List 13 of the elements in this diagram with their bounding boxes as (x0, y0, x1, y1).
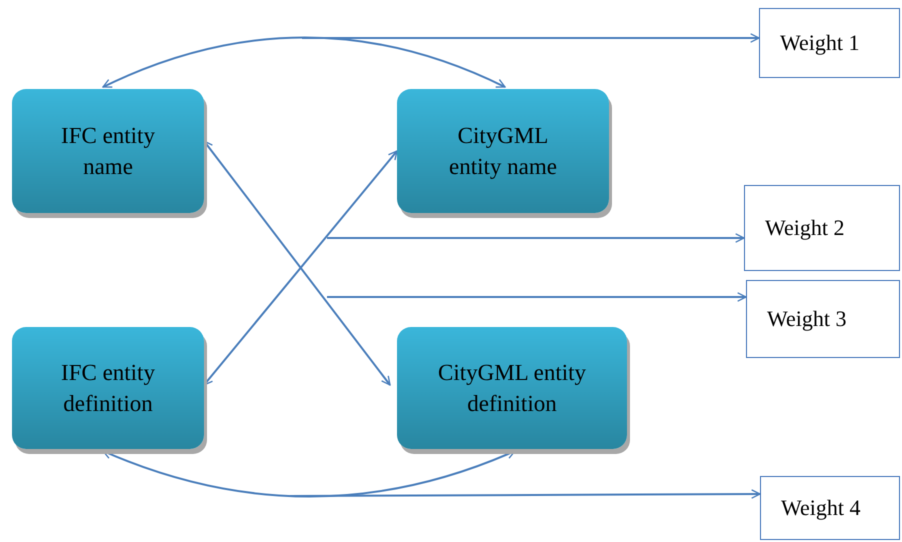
entity-box: CityGML entity definition (397, 327, 627, 449)
entity-box: IFC entity definition (12, 327, 204, 449)
arrow (327, 292, 747, 302)
arrow (290, 489, 761, 499)
weight-box: Weight 2 (744, 185, 900, 271)
arrow (327, 233, 745, 243)
weight-box: Weight 4 (760, 476, 900, 540)
entity-box: CityGML entity name (397, 89, 609, 213)
arrow (102, 36, 506, 88)
weight-box: Weight 3 (746, 280, 900, 358)
weight-box: Weight 1 (759, 8, 900, 78)
entity-box: IFC entity name (12, 89, 204, 213)
arrow (302, 33, 760, 43)
